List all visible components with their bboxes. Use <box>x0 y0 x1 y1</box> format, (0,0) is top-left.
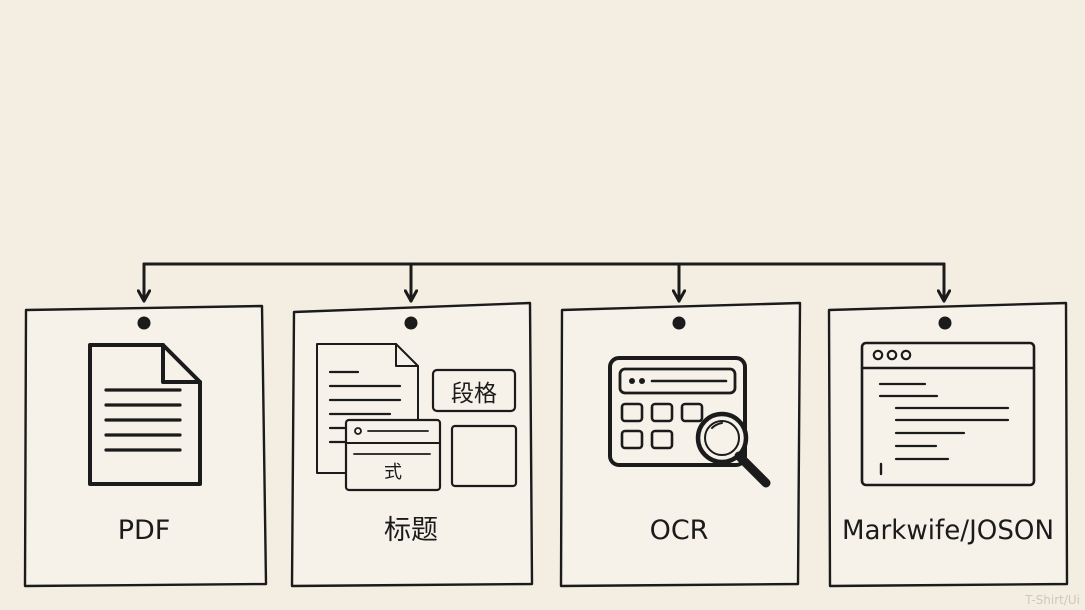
card-pdf-paper <box>23 304 268 588</box>
card-ocr-label: OCR <box>650 515 709 546</box>
card-pdf: PDF <box>23 304 268 588</box>
paragraph-tile-text: 段格 <box>451 381 497 407</box>
card-markdown-json-label: Markwife/JOSON <box>842 515 1054 546</box>
card-title-pin-icon <box>404 316 418 330</box>
card-ocr: OCR <box>559 301 802 588</box>
card-markdown-json-pin-icon <box>938 316 952 330</box>
card-ocr-pin-icon <box>672 316 686 330</box>
card-title: 段格 式 标题 <box>290 301 534 588</box>
pdf-document-icon <box>88 343 202 486</box>
magnifier-icon <box>695 411 771 488</box>
code-window-icon <box>860 341 1036 487</box>
card-pdf-label: PDF <box>118 515 171 546</box>
card-markdown-json-paper <box>827 301 1069 588</box>
layout-analysis-icon <box>316 343 518 492</box>
card-title-label: 标题 <box>384 515 438 546</box>
card-pdf-pin-icon <box>137 316 151 330</box>
watermark-text: T-Shirt/Ui <box>1024 593 1080 607</box>
formula-tile-text: 式 <box>384 462 402 483</box>
card-markdown-json: Markwife/JOSON <box>827 301 1069 588</box>
ocr-scan-icon <box>608 356 747 467</box>
connector-lines <box>144 262 944 301</box>
